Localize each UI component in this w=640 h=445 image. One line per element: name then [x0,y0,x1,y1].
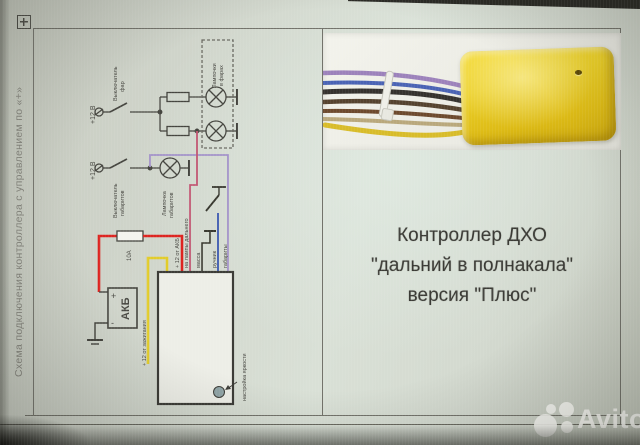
controller-box [156,270,235,406]
label-12v-mid: +12 В [90,161,97,180]
page-bottom-line [0,424,640,425]
headlight-circuit [94,39,238,149]
title-line-1: Контроллер ДХО [397,225,547,246]
product-title: Контроллер ДХО "дальний в полнакала" вер… [326,221,618,311]
table-top-border [33,28,621,29]
label-battery: АКБ [120,297,132,320]
photo-edge-top [348,0,640,9]
wire-parking-lights [149,154,229,272]
device-hole [575,70,582,75]
label-battery-plus: + [111,291,116,301]
label-fuse: 10А [127,250,133,261]
table-right-border [620,28,621,425]
fuse-10a [116,230,144,242]
label-lamps-box-1: Лампочки [212,63,218,88]
label-wire-parking: габариты [223,244,229,268]
parking-light-circuit [94,157,190,179]
label-wire-battery: + 12 от АКБ [175,238,181,268]
wire-battery-plus-left [97,234,117,292]
label-parking-switch-2: габаритов [120,190,126,216]
ground-wire [201,230,216,272]
title-line-2: "дальний в полнакала" [370,255,574,276]
product-photo [320,33,621,150]
label-wire-ground: масса [196,252,202,268]
label-wire-highbeam: на лампы дальнего [184,218,190,268]
table-divider-border [322,28,323,416]
title-line-3: версия "Плюс" [407,285,537,306]
battery [87,287,138,345]
label-wire-ignition: + 12 от зажигания [142,320,148,366]
label-parking-lamp-2: габаритов [169,192,175,218]
label-parking-lamp-1: Лампочка [162,190,168,216]
label-battery-minus: - [111,318,114,328]
label-parking-switch-1: Выключатель [113,183,119,218]
wire-battery-plus-right [143,234,184,272]
label-lamps-box-2: в фарах [219,65,225,86]
label-headlight-switch-1: Выключатель [113,66,119,101]
table-left-border [33,28,34,416]
label-wire-handbrake: ручник [212,250,218,268]
avito-logo-circle-small [546,404,556,414]
zip-tie [378,70,394,122]
wire-ignition [146,256,169,364]
photo-corner-shadow [0,415,90,445]
photo-edge-left [0,0,10,445]
label-headlight-switch-2: фар [120,81,126,92]
label-12v-top: +12 В [90,105,97,124]
label-brightness: настройка яркости [241,353,248,401]
table-move-handle-icon [17,15,31,29]
photo-edge-bottom [0,425,640,445]
handbrake-switch [205,186,226,212]
table-bottom-border [25,415,621,416]
wire-highbeam-lamps [189,131,198,272]
brightness-potentiometer [213,386,225,398]
brightness-arrow [225,381,238,390]
controller-device [459,46,617,146]
avito-logo-circle-medium [559,402,574,417]
